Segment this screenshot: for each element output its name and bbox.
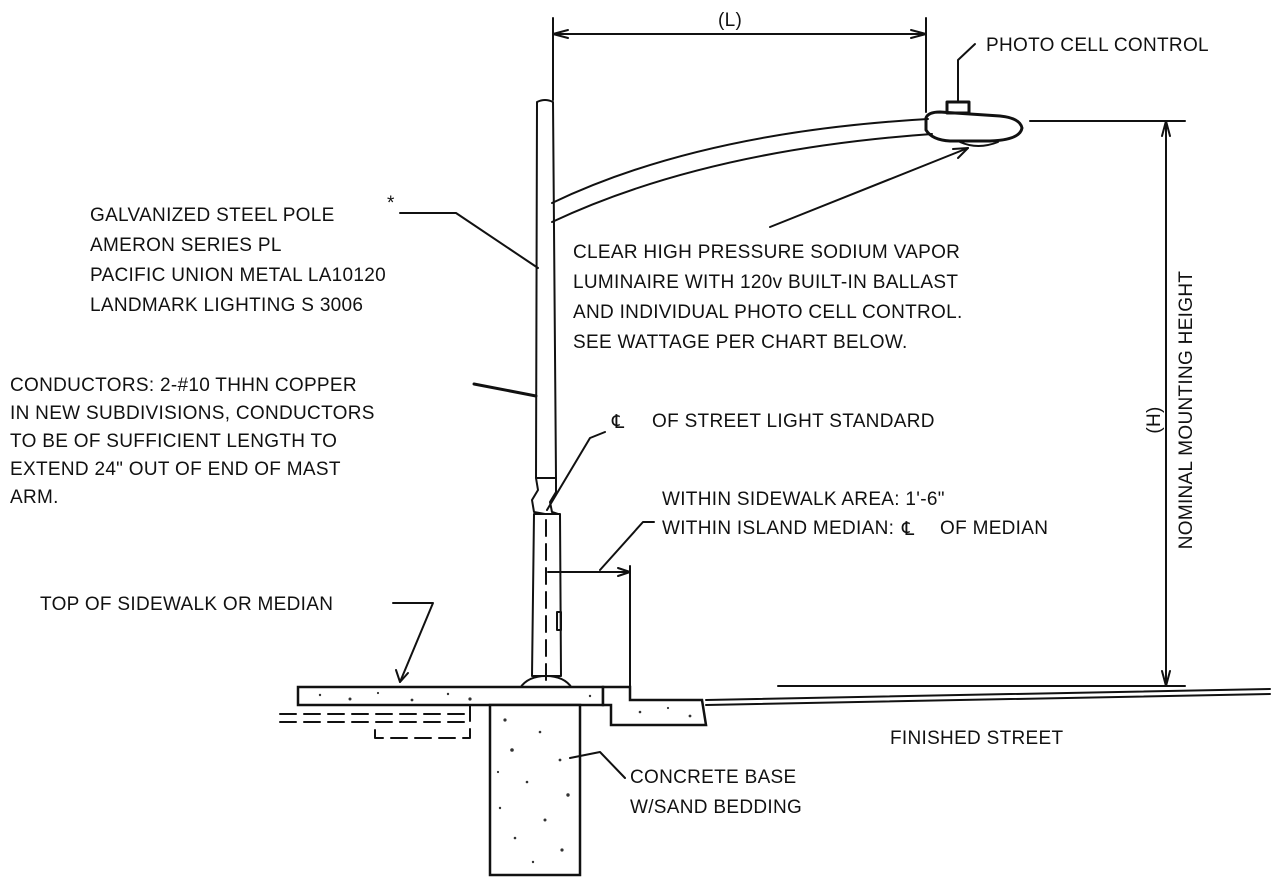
- steel-pole: [519, 99, 573, 701]
- sidewalk-slab: [279, 120, 1271, 877]
- offset-callout: WITHIN SIDEWALK AREA: 1'-6" WITHIN ISLAN…: [547, 489, 1048, 687]
- top-of-sidewalk-label: TOP OF SIDEWALK OR MEDIAN: [40, 594, 333, 615]
- conductors-callout: CONDUCTORS: 2-#10 THHN COPPER IN NEW SUB…: [10, 375, 538, 508]
- concrete-aggregate: [318, 691, 692, 864]
- conductors-line-2: IN NEW SUBDIVISIONS, CONDUCTORS: [10, 403, 375, 424]
- dimension-L: (L): [552, 10, 927, 113]
- luminaire-callout: CLEAR HIGH PRESSURE SODIUM VAPOR LUMINAI…: [573, 147, 969, 353]
- photo-cell-callout: PHOTO CELL CONTROL: [957, 35, 1209, 103]
- concrete-base: [488, 703, 582, 877]
- pole-spec-line-3: PACIFIC UNION METAL LA10120: [90, 265, 386, 286]
- pole-spec-line-1: GALVANIZED STEEL POLE: [90, 205, 335, 226]
- conductors-line-3: TO BE OF SUFFICIENT LENGTH TO: [10, 431, 337, 452]
- centerline-symbol: ℄: [611, 412, 625, 433]
- offset-line-1: WITHIN SIDEWALK AREA: 1'-6": [662, 489, 945, 510]
- dimension-H-label: (H): [1144, 406, 1165, 433]
- pole-spec-callout: GALVANIZED STEEL POLE * AMERON SERIES PL…: [90, 193, 539, 316]
- luminaire-spec-line-4: SEE WATTAGE PER CHART BELOW.: [573, 332, 908, 353]
- concrete-base-line-1: CONCRETE BASE: [630, 767, 797, 788]
- conductors-line-4: EXTEND 24" OUT OF END OF MAST: [10, 459, 341, 480]
- sidewalk-callout: TOP OF SIDEWALK OR MEDIAN: [40, 594, 434, 683]
- offset-line-2-prefix: WITHIN ISLAND MEDIAN:: [662, 518, 894, 539]
- mounting-height-label: NOMINAL MOUNTING HEIGHT: [1176, 271, 1197, 550]
- pole-spec-asterisk: *: [387, 193, 395, 214]
- offset-line-2-suffix: OF MEDIAN: [940, 518, 1048, 539]
- concrete-base-callout: CONCRETE BASE W/SAND BEDDING: [569, 751, 802, 818]
- luminaire-spec-line-2: LUMINAIRE WITH 120v BUILT-IN BALLAST: [573, 272, 958, 293]
- luminaire-spec-line-1: CLEAR HIGH PRESSURE SODIUM VAPOR: [573, 242, 960, 263]
- offset-line-2-symbol: ℄: [901, 519, 915, 540]
- conductors-line-5: ARM.: [10, 487, 59, 508]
- centerline-label: OF STREET LIGHT STANDARD: [652, 411, 935, 432]
- luminaire-spec-line-3: AND INDIVIDUAL PHOTO CELL CONTROL.: [573, 302, 963, 323]
- concrete-base-line-2: W/SAND BEDDING: [630, 797, 802, 818]
- finished-street-label: FINISHED STREET: [890, 728, 1063, 749]
- pole-spec-line-4: LANDMARK LIGHTING S 3006: [90, 295, 363, 316]
- dimension-L-label: (L): [718, 10, 742, 31]
- mounting-height-dimension: (H) NOMINAL MOUNTING HEIGHT: [1144, 120, 1197, 687]
- conductors-line-1: CONDUCTORS: 2-#10 THHN COPPER: [10, 375, 357, 396]
- mast-arm: [551, 118, 933, 223]
- luminaire: [924, 100, 1024, 147]
- photo-cell-label: PHOTO CELL CONTROL: [986, 35, 1209, 56]
- centerline-callout: ℄ OF STREET LIGHT STANDARD: [546, 411, 935, 511]
- pole-spec-line-2: AMERON SERIES PL: [90, 235, 282, 256]
